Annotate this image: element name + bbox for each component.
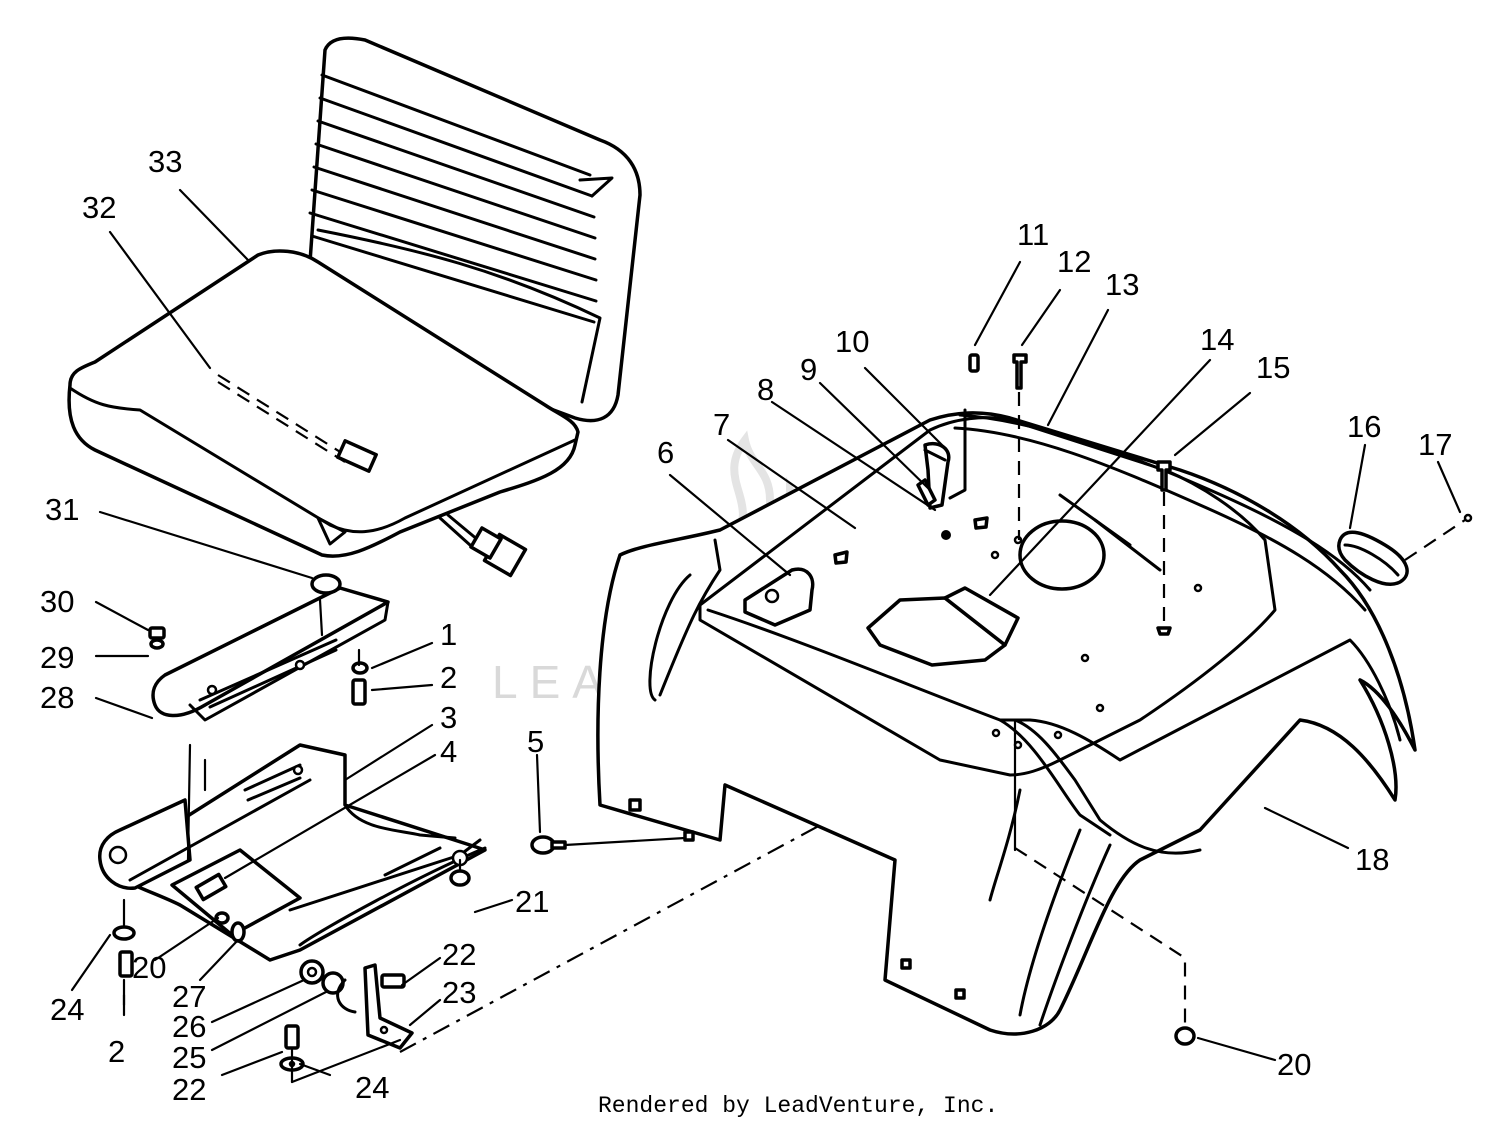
seat-switch [217, 374, 378, 473]
seat-backrest-ribs [308, 73, 614, 404]
callout-28: 28 [40, 680, 74, 715]
callout-29: 29 [40, 640, 74, 675]
callout-2-lower: 2 [108, 1034, 125, 1069]
callout-33: 33 [148, 144, 182, 179]
callout-14: 14 [1200, 322, 1234, 357]
seat-cushion [67, 249, 580, 558]
callout-6: 6 [657, 435, 674, 470]
callout-32: 32 [82, 190, 116, 225]
callout-20-left: 20 [132, 950, 166, 985]
seat-backrest [308, 36, 642, 423]
callout-15: 15 [1256, 350, 1290, 385]
callout-24-lower: 24 [355, 1070, 389, 1105]
seat-wire-harness [438, 513, 528, 578]
callout-23: 23 [442, 975, 476, 1010]
seat-adjust-rail-bracket [98, 743, 487, 962]
callout-22-lower: 22 [172, 1072, 206, 1107]
callout-25: 25 [172, 1040, 206, 1075]
callout-3: 3 [440, 700, 457, 735]
fender-fuel-opening [1018, 519, 1106, 591]
callout-13: 13 [1105, 267, 1139, 302]
fender-access-panel [866, 596, 1007, 667]
callout-2-upper: 2 [440, 660, 457, 695]
callout-8: 8 [757, 372, 774, 407]
callout-24-left: 24 [50, 992, 84, 1027]
callout-26: 26 [172, 1009, 206, 1044]
callout-18: 18 [1355, 842, 1389, 877]
leader-lines [70, 188, 1462, 1077]
callout-16: 16 [1347, 409, 1381, 444]
seat-slide-plate [170, 848, 302, 937]
callout-4: 4 [440, 734, 457, 769]
callout-30: 30 [40, 584, 74, 619]
callout-21: 21 [515, 884, 549, 919]
seat-bushing [310, 573, 342, 595]
fender-reflector [1337, 530, 1409, 586]
callout-12: 12 [1057, 244, 1091, 279]
seat-pivot-bracket [151, 573, 390, 722]
callout-22-upper: 22 [442, 937, 476, 972]
callout-5: 5 [527, 724, 544, 759]
callout-20-right: 20 [1277, 1047, 1311, 1082]
callout-7: 7 [713, 407, 730, 442]
callout-31: 31 [45, 492, 79, 527]
callout-27: 27 [172, 979, 206, 1014]
callout-numbers: 33 32 31 30 29 28 1 2 3 4 21 20 24 27 26… [40, 144, 1452, 1107]
seat [67, 36, 642, 578]
fender-hardware [530, 353, 1473, 1046]
callout-10: 10 [835, 324, 869, 359]
callout-9: 9 [800, 352, 817, 387]
credit-text: Rendered by LeadVenture, Inc. [598, 1093, 998, 1119]
callout-17: 17 [1418, 427, 1452, 462]
callout-1: 1 [440, 617, 457, 652]
fender-access-panel-cover [943, 586, 1020, 647]
callout-11: 11 [1017, 217, 1049, 252]
rear-fender [596, 411, 1417, 1036]
